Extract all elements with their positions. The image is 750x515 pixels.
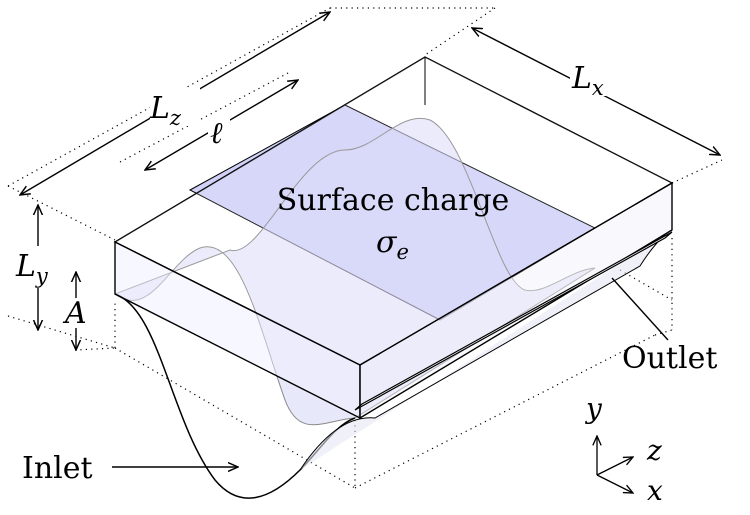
wavy-surface-back xyxy=(113,117,596,426)
axis-x-label: x xyxy=(647,474,663,507)
ly-label: Ly xyxy=(15,249,49,288)
box-right-face xyxy=(359,181,673,420)
sigma-e-label: σe xyxy=(376,225,409,264)
ell-label: ℓ xyxy=(210,116,223,151)
outlet-slot xyxy=(354,231,673,411)
inlet-label: Inlet xyxy=(22,451,93,486)
lz-label: Lz xyxy=(149,91,182,130)
a-label: A xyxy=(62,296,87,331)
axis-z-label: z xyxy=(646,434,662,467)
outlet-label: Outlet xyxy=(622,341,717,376)
lx-label: Lx xyxy=(571,61,604,100)
axis-y-label: y xyxy=(584,392,603,425)
outlet-pointer xyxy=(611,277,669,341)
surface-charge-label: Surface charge xyxy=(277,183,510,218)
axes-indicator: y z x xyxy=(584,392,663,507)
